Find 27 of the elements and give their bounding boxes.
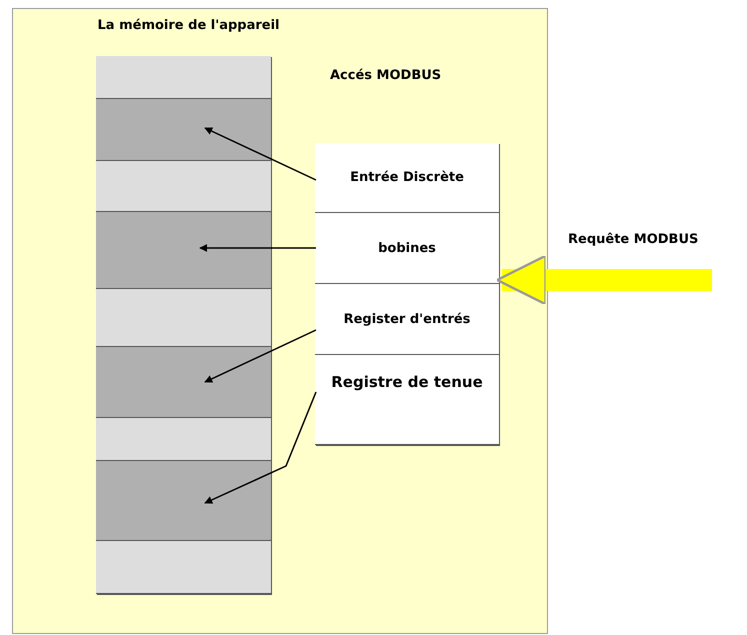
memory-band xyxy=(96,541,271,594)
memory-band xyxy=(96,56,271,99)
cell-label: Registre de tenue xyxy=(331,373,483,391)
memory-band xyxy=(96,161,271,212)
cell-label: Register d'entrés xyxy=(344,312,470,326)
arrow xyxy=(204,127,316,181)
heading: La mémoire de l'appareil xyxy=(98,18,280,32)
arrow xyxy=(204,392,317,504)
access-table xyxy=(316,144,500,446)
cell-label: bobines xyxy=(378,240,436,256)
table-cell xyxy=(315,143,499,213)
memory-band xyxy=(96,212,271,289)
cell-label: Entrée Discrète xyxy=(350,170,464,185)
memory-band xyxy=(96,418,271,461)
arrow xyxy=(199,244,316,252)
memory-band xyxy=(96,289,271,347)
block-arrow xyxy=(496,254,712,306)
edge-label: Requête MODBUS xyxy=(568,232,698,247)
arrow xyxy=(204,329,316,383)
memory-band xyxy=(96,461,271,541)
table-cell xyxy=(315,355,499,445)
memory-band xyxy=(96,347,271,418)
panel-background xyxy=(12,8,548,634)
table-cell xyxy=(315,284,499,355)
memory-band xyxy=(96,99,271,161)
table-cell xyxy=(315,213,499,284)
section-heading: Accés MODBUS xyxy=(330,68,442,83)
